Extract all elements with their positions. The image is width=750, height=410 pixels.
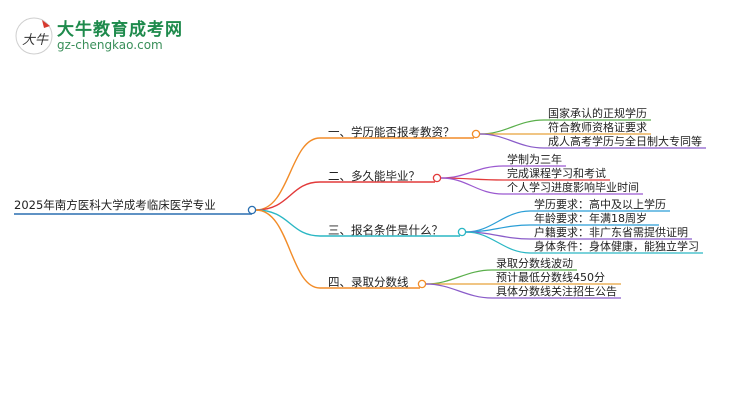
root-node: 2025年南方医科大学成考临床医学专业 xyxy=(14,198,216,212)
branch-2-child-3-label: 个人学习进度影响毕业时间 xyxy=(507,181,639,194)
branch-1-curve xyxy=(255,137,321,211)
branch-2-connector xyxy=(432,173,442,183)
branch-2-child-1-label: 学制为三年 xyxy=(507,153,562,166)
branch-2-child-3-curve xyxy=(440,177,504,195)
branch-3-child-4-label: 身体条件：身体健康，能独立学习 xyxy=(534,240,699,253)
root-connector xyxy=(247,205,257,215)
branch-4-child-2-label: 预计最低分数线450分 xyxy=(496,271,605,284)
branch-4-curve xyxy=(255,209,321,289)
branch-1-child-1-curve xyxy=(479,119,545,135)
branch-3-connector xyxy=(457,227,467,237)
branch-1-child-3-curve xyxy=(479,133,545,149)
site-url[interactable]: gz-chengkao.com xyxy=(57,38,163,52)
branch-3-child-1-label: 学历要求：高中及以上学历 xyxy=(534,198,666,211)
branch-3-child-4-curve xyxy=(465,231,531,254)
branch-1-connector xyxy=(471,129,481,139)
branch-2-child-2-label: 完成课程学习和考试 xyxy=(507,167,606,180)
svg-text:大牛: 大牛 xyxy=(22,33,49,48)
branch-2-child-1-curve xyxy=(440,165,504,179)
site-title[interactable]: 大牛教育成考网 xyxy=(57,20,183,40)
branch-2-curve xyxy=(255,181,321,211)
branch-4-child-3-label: 具体分数线关注招生公告 xyxy=(496,285,617,298)
branch-4-label: 四、录取分数线 xyxy=(328,275,409,289)
branch-3-child-2-label: 年龄要求：年满18周岁 xyxy=(534,212,647,225)
logo-icon: 大牛 xyxy=(14,16,54,56)
branch-4-child-3-curve xyxy=(425,283,493,299)
branch-1-child-3-label: 成人高考学历与全日制大专同等 xyxy=(548,135,702,148)
branch-3-child-3-label: 户籍要求：非广东省需提供证明 xyxy=(534,226,688,239)
branch-4-child-1-curve xyxy=(425,269,493,285)
branch-3-curve xyxy=(255,209,321,237)
branch-2-label: 二、多久能毕业？ xyxy=(328,169,420,183)
branch-4-connector xyxy=(417,279,427,289)
branch-3-label: 三、报名条件是什么？ xyxy=(328,223,443,237)
branch-1-child-2-label: 符合教师资格证要求 xyxy=(548,121,647,134)
branch-1-label: 一、学历能否报考教资？ xyxy=(328,125,455,139)
branch-1-child-1-label: 国家承认的正规学历 xyxy=(548,107,647,120)
branch-4-child-1-label: 录取分数线波动 xyxy=(496,257,573,270)
